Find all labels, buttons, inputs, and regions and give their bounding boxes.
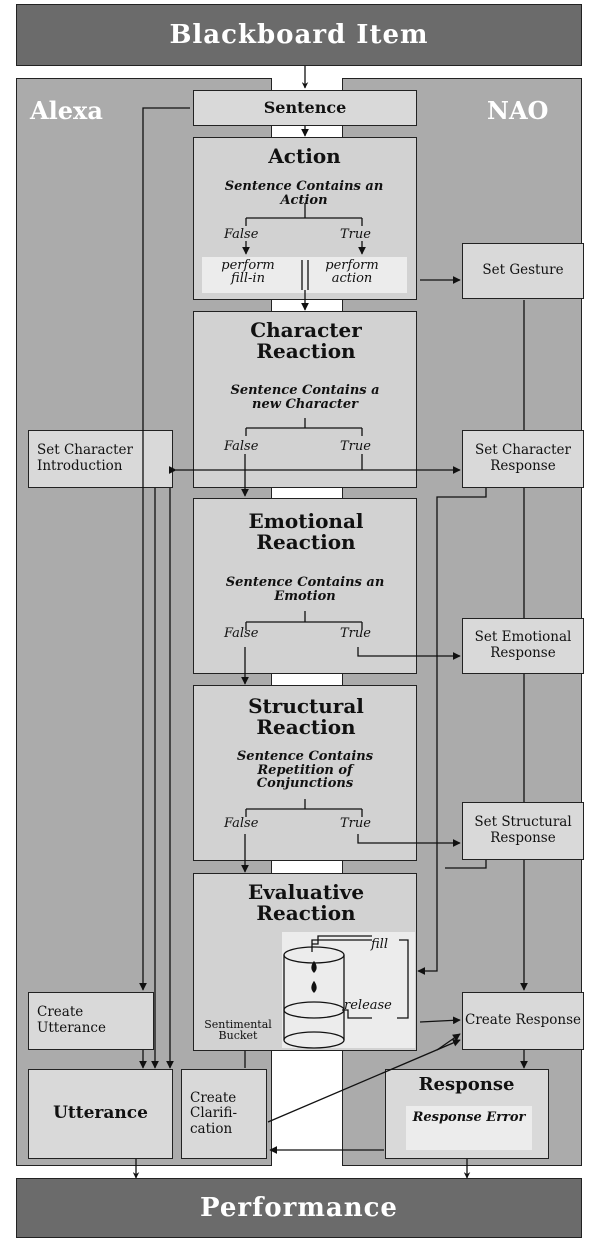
sentence-label: Sentence bbox=[263, 97, 347, 117]
utterance-label: Utterance bbox=[53, 1103, 148, 1124]
structural-reaction-box: Structural Reaction Sentence Contains Re… bbox=[193, 685, 417, 861]
response-title: Response bbox=[418, 1074, 515, 1095]
action-result-panel bbox=[202, 257, 407, 293]
fill-label: fill bbox=[371, 937, 388, 952]
alexa-lane-title: Alexa bbox=[30, 96, 103, 125]
set-emotional-response-label: Set Emotional Response bbox=[474, 629, 572, 661]
emotional-false-label: False bbox=[224, 626, 259, 641]
evaluative-reaction-box: Evaluative Reaction fill release Sentime… bbox=[193, 873, 417, 1051]
create-response-box: Create Response bbox=[462, 992, 584, 1050]
response-error: Response Error bbox=[406, 1106, 532, 1150]
emotional-true-label: True bbox=[340, 626, 371, 641]
character-condition: Sentence Contains a new Character bbox=[230, 383, 380, 412]
set-emotional-response-box: Set Emotional Response bbox=[462, 618, 584, 674]
set-character-introduction-box: Set Character Introduction bbox=[28, 430, 173, 488]
action-box: Action Sentence Contains an Action False… bbox=[193, 137, 417, 300]
performance-banner: Performance bbox=[16, 1178, 582, 1238]
set-gesture-label: Set Gesture bbox=[482, 262, 564, 279]
structural-true-label: True bbox=[340, 816, 371, 831]
utterance-box: Utterance bbox=[28, 1069, 173, 1159]
emotional-reaction-title: Emotional Reaction bbox=[248, 509, 364, 554]
character-true-label: True bbox=[340, 439, 371, 454]
set-character-introduction-label: Set Character Introduction bbox=[37, 442, 133, 474]
create-utterance-box: Create Utterance bbox=[28, 992, 154, 1050]
action-true-result: perform action bbox=[325, 258, 379, 286]
set-structural-response-label: Set Structural Response bbox=[474, 814, 572, 846]
emotional-reaction-box: Emotional Reaction Sentence Contains an … bbox=[193, 498, 417, 674]
performance-title: Performance bbox=[200, 1193, 398, 1223]
blackboard-item-title: Blackboard Item bbox=[169, 20, 429, 50]
release-label: release bbox=[344, 998, 392, 1013]
emotional-condition: Sentence Contains an Emotion bbox=[225, 575, 385, 604]
create-utterance-label: Create Utterance bbox=[37, 1004, 106, 1036]
evaluative-reaction-title: Evaluative Reaction bbox=[247, 880, 365, 925]
set-character-response-label: Set Character Response bbox=[475, 442, 571, 474]
action-true-label: True bbox=[340, 227, 371, 242]
action-title: Action bbox=[268, 144, 341, 168]
set-structural-response-box: Set Structural Response bbox=[462, 802, 584, 860]
nao-lane-title: NAO bbox=[487, 96, 549, 125]
bucket-panel bbox=[282, 932, 415, 1048]
character-reaction-title: Character Reaction bbox=[250, 318, 362, 363]
create-response-label: Create Response bbox=[465, 1012, 581, 1029]
response-box: Response Response Error bbox=[385, 1069, 549, 1159]
set-gesture-box: Set Gesture bbox=[462, 243, 584, 299]
bucket-caption: Sentimental Bucket bbox=[204, 1018, 272, 1042]
structural-reaction-title: Structural Reaction bbox=[248, 694, 364, 739]
character-false-label: False bbox=[224, 439, 259, 454]
blackboard-item-banner: Blackboard Item bbox=[16, 4, 582, 66]
structural-condition: Sentence Contains Repetition of Conjunct… bbox=[236, 749, 374, 792]
action-false-label: False bbox=[224, 227, 259, 242]
character-reaction-box: Character Reaction Sentence Contains a n… bbox=[193, 311, 417, 488]
structural-false-label: False bbox=[224, 816, 259, 831]
action-false-result: perform fill-in bbox=[221, 258, 275, 286]
create-clarification-label: Create Clarifi- cation bbox=[190, 1089, 238, 1137]
create-clarification-box: Create Clarifi- cation bbox=[181, 1069, 267, 1159]
action-condition: Sentence Contains an Action bbox=[224, 179, 384, 208]
sentence-box: Sentence bbox=[193, 90, 417, 126]
set-character-response-box: Set Character Response bbox=[462, 430, 584, 488]
